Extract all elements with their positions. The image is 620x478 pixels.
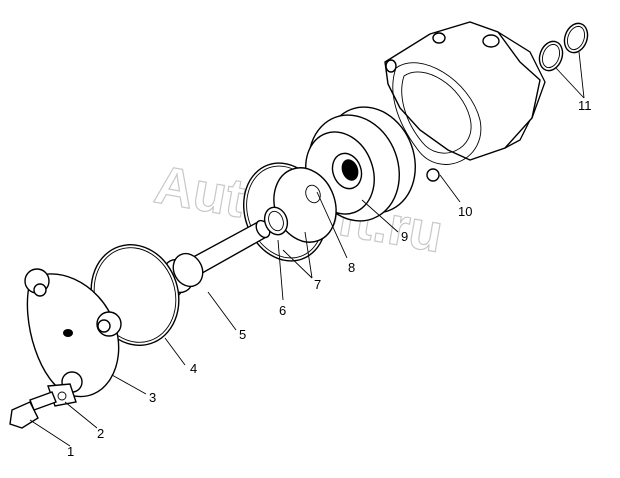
part-8-plate	[273, 167, 337, 243]
callout-3: 3	[149, 390, 156, 405]
part-3-cover	[24, 268, 122, 398]
callout-4: 4	[190, 361, 197, 376]
callout-11: 11	[578, 98, 592, 113]
callout-1: 1	[67, 444, 74, 459]
callouts: 1 2 3 4 5 6 7 8 9 10 11	[67, 98, 592, 459]
part-11-rings	[538, 22, 589, 72]
callout-7: 7	[314, 277, 321, 292]
leader-lines	[29, 51, 585, 447]
callout-6: 6	[279, 303, 286, 318]
callout-2: 2	[97, 426, 104, 441]
callout-5: 5	[239, 327, 246, 342]
part-10-housing	[384, 21, 546, 182]
part-6-ring	[263, 206, 289, 236]
callout-10: 10	[458, 204, 472, 219]
callout-9: 9	[401, 229, 408, 244]
callout-8: 8	[348, 260, 355, 275]
part-1-bolt	[9, 391, 57, 429]
